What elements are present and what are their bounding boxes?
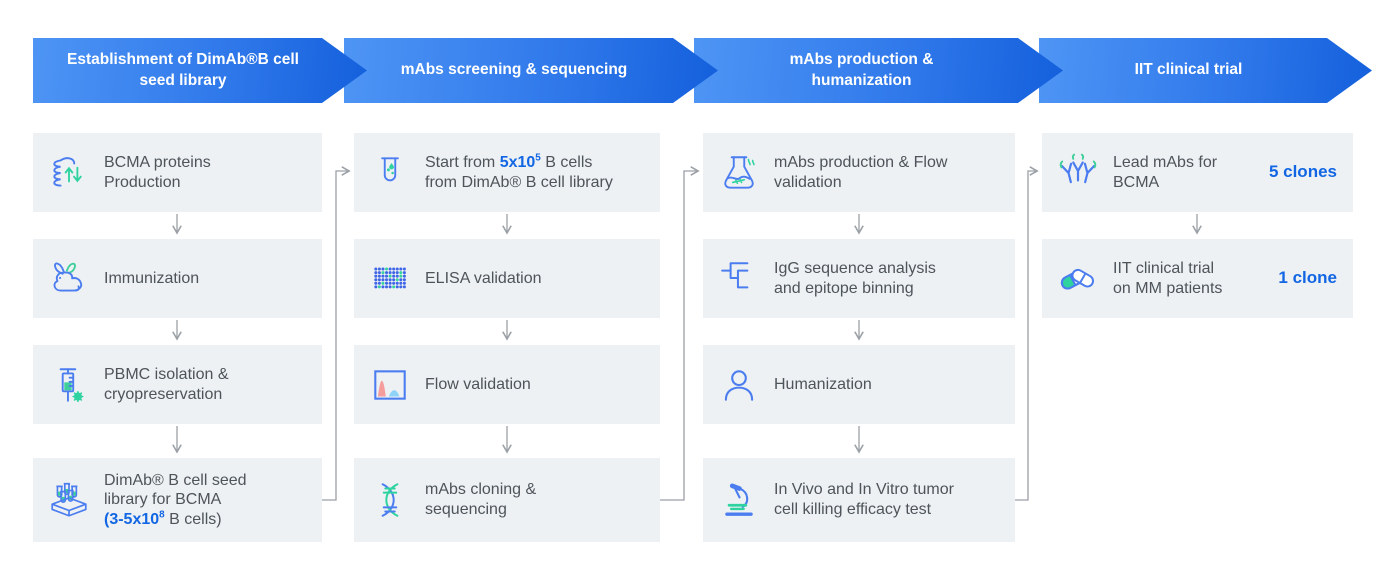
dna-icon	[369, 479, 411, 521]
step-box-epitope-binning: IgG sequence analysis and epitope binnin…	[703, 239, 1015, 318]
epitope-tree-icon	[718, 258, 760, 300]
step-label: Lead mAbs for BCMA	[1113, 153, 1218, 191]
test-tube-icon	[369, 152, 411, 194]
step-box-immunization: Immunization	[33, 239, 322, 318]
step-label: In Vivo and In Vitro tumor cell killing …	[774, 481, 954, 518]
syringe-icon	[48, 364, 90, 406]
step-box-mabs-production: mAbs production & Flow validation	[703, 133, 1015, 212]
step-label: IgG sequence analysis and epitope binnin…	[774, 259, 936, 297]
banner-label: mAbs screening & sequencing	[400, 61, 628, 79]
elisa-plate-icon	[369, 258, 411, 300]
microscope-icon	[718, 479, 760, 521]
elisa-plate-dots	[374, 267, 406, 288]
step-box-efficacy-test: In Vivo and In Vitro tumor cell killing …	[703, 458, 1015, 542]
step-box-seed-library: DimAb® B cell seed library for BCMA (3-5…	[33, 458, 322, 542]
step-box-elisa: ELISA validation	[354, 239, 660, 318]
step-label: Humanization	[774, 375, 872, 393]
step-label: PBMC isolation & cryopreservation	[104, 365, 229, 403]
step-label: Immunization	[104, 269, 200, 287]
step-label: DimAb® B cell seed library for BCMA (3-5…	[104, 471, 247, 528]
antibodies-icon	[1057, 152, 1099, 194]
step-box-bcma-proteins: BCMA proteins Production	[33, 133, 322, 212]
step-label: IIT clinical trial on MM patients	[1113, 259, 1223, 297]
clone-count-badge: 1 clone	[1278, 268, 1337, 288]
banner-label: mAbs production & humanization	[789, 51, 934, 89]
step-label: BCMA proteins Production	[104, 153, 211, 191]
step-box-cloning: mAbs cloning & sequencing	[354, 458, 660, 542]
banner-label: IIT clinical trial	[1134, 61, 1243, 79]
banner-clinical-trial: IIT clinical trial	[1039, 38, 1372, 103]
flow-histogram-icon	[369, 364, 411, 406]
banner-seed-library: Establishment of DimAb®B cell seed libra…	[33, 38, 367, 103]
cell-library-icon	[48, 479, 90, 521]
rabbit-icon	[48, 258, 90, 300]
flask-icon	[718, 152, 760, 194]
clone-count-badge: 5 clones	[1268, 162, 1337, 182]
step-box-iit-trial: IIT clinical trial on MM patients 1 clon…	[1042, 239, 1353, 318]
step-box-humanization: Humanization	[703, 345, 1015, 424]
step-label: ELISA validation	[425, 269, 542, 287]
step-label: mAbs production & Flow validation	[774, 153, 948, 191]
step-box-flow-validation: Flow validation	[354, 345, 660, 424]
banner-production: mAbs production & humanization	[694, 38, 1063, 103]
banner-screening: mAbs screening & sequencing	[344, 38, 718, 103]
banner-label: Establishment of DimAb®B cell seed libra…	[67, 51, 299, 89]
pills-icon	[1057, 258, 1099, 300]
protein-production-icon	[48, 152, 90, 194]
step-label: mAbs cloning & sequencing	[425, 481, 537, 518]
step-label: Flow validation	[425, 375, 531, 393]
step-box-lead-mabs: Lead mAbs for BCMA 5 clones	[1042, 133, 1353, 212]
person-icon	[718, 364, 760, 406]
step-box-start-bcells: Start from 5x105 B cells from DimAb® B c…	[354, 133, 660, 212]
step-box-pbmc: PBMC isolation & cryopreservation	[33, 345, 322, 424]
step-label: Start from 5x105 B cells from DimAb® B c…	[425, 152, 613, 191]
